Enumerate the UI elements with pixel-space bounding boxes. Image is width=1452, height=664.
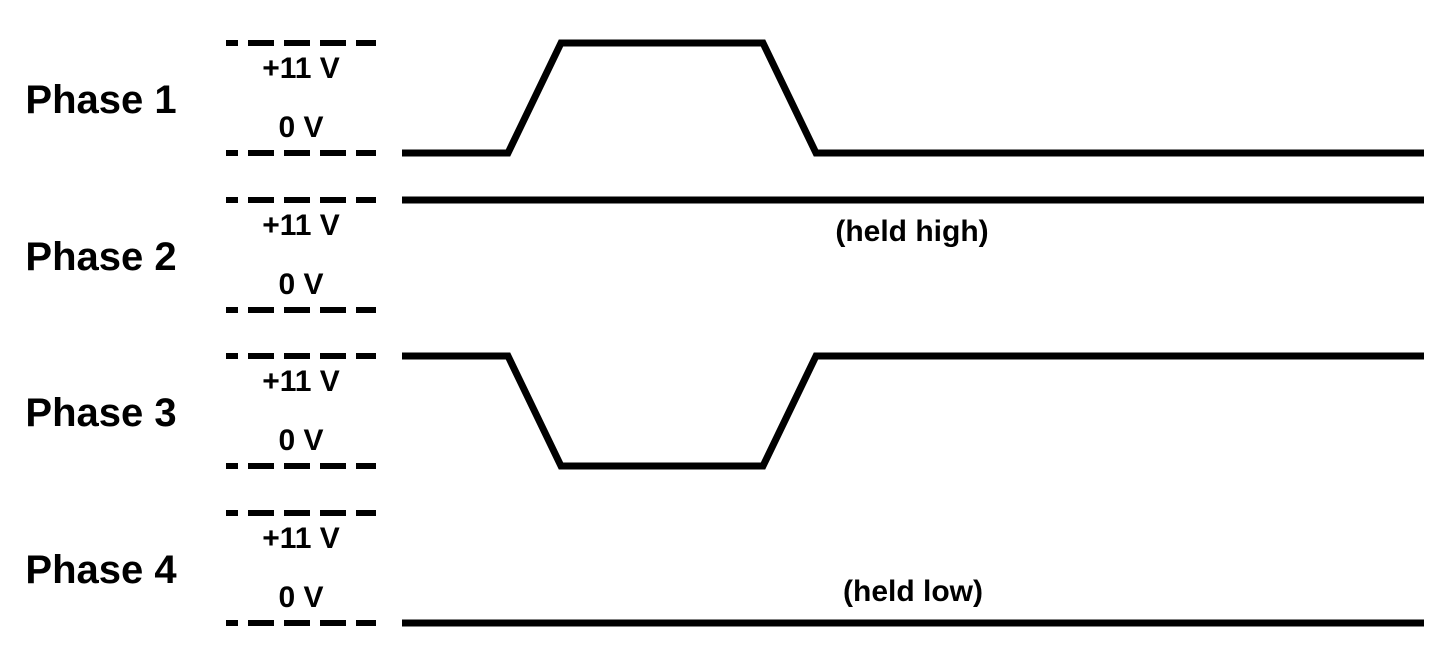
phase-4-low-voltage-label: 0 V xyxy=(278,581,324,614)
phase-4-held-low-annotation: (held low) xyxy=(843,575,983,608)
phase-2-low-voltage-label: 0 V xyxy=(278,268,324,301)
phase-3-waveform-line xyxy=(402,352,1424,470)
phase-3-low-voltage-label: 0 V xyxy=(278,424,324,457)
phase-1-low-voltage-label: 0 V xyxy=(278,111,324,144)
phase-3-high-voltage-label: +11 V xyxy=(262,365,340,398)
phase-1-high-voltage-label: +11 V xyxy=(262,52,340,85)
phase-1-waveform-line xyxy=(402,39,1424,157)
phase-3-label: Phase 3 xyxy=(25,391,177,435)
phase-2-held-high-annotation: (held high) xyxy=(835,215,989,248)
phase-2-label: Phase 2 xyxy=(25,235,177,279)
phase-4-high-voltage-label: +11 V xyxy=(262,522,340,555)
phase-2-high-voltage-label: +11 V xyxy=(262,209,340,242)
phase-1-label: Phase 1 xyxy=(25,78,177,122)
phase-4-label: Phase 4 xyxy=(25,548,177,592)
